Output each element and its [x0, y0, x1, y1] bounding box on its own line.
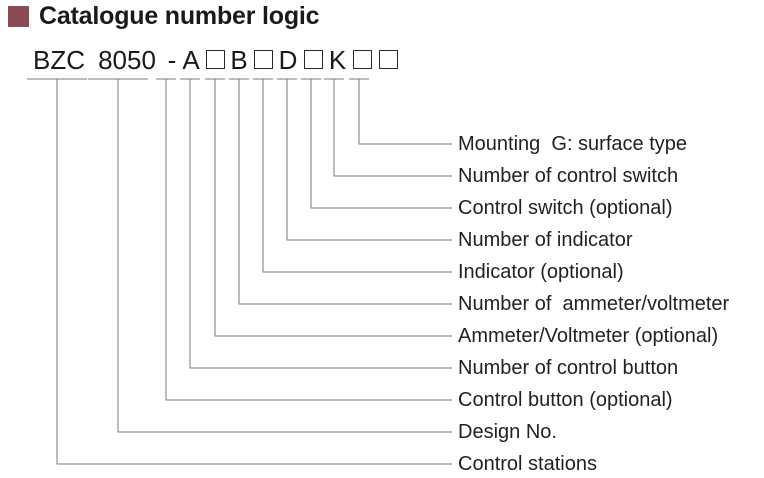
leader-line [358, 79, 452, 145]
code-token-text: D [278, 45, 298, 75]
empty-box-icon [303, 50, 323, 69]
title-label: Catalogue number logic [39, 2, 320, 30]
page-title: Catalogue number logic [8, 2, 320, 31]
leader-line [262, 79, 452, 273]
leader-line [310, 79, 452, 209]
code-token-text: K [328, 45, 347, 75]
callout-label: Design No. [458, 421, 557, 443]
code-token-text: 8050 [98, 45, 156, 75]
callout-label: Number of control switch [458, 165, 679, 187]
square-bullet-icon [8, 6, 29, 27]
leader-line [165, 79, 452, 401]
code-token-text: B [230, 45, 248, 75]
code-token-text: A [182, 45, 200, 75]
code-token-box [250, 45, 276, 75]
empty-box-icon [253, 50, 273, 69]
callout-label: Indicator (optional) [458, 261, 624, 283]
leader-line [189, 79, 452, 369]
code-token-box [202, 45, 228, 75]
empty-box-icon [205, 50, 225, 69]
code-token-text: - [167, 45, 177, 75]
callout-label: Ammeter/Voltmeter (optional) [458, 325, 719, 347]
leader-line [286, 79, 452, 241]
leader-line [56, 79, 452, 465]
callout-label: Control switch (optional) [458, 197, 673, 219]
leader-line [117, 79, 452, 433]
callout-label: Mounting G: surface type [458, 133, 688, 155]
leader-line [333, 79, 452, 177]
callout-label: Control stations [458, 453, 597, 475]
code-token-box [300, 45, 326, 75]
code-token-box [375, 45, 401, 75]
leader-line [214, 79, 452, 337]
empty-box-icon [352, 50, 372, 69]
callout-label: Number of ammeter/voltmeter [458, 293, 730, 315]
code-token-box [349, 45, 375, 75]
callout-label: Number of indicator [458, 229, 633, 251]
empty-box-icon [378, 50, 398, 69]
leader-line [238, 79, 452, 305]
code-token-text: BZC [33, 45, 85, 75]
callout-label: Control button (optional) [458, 389, 673, 411]
callout-label: Number of control button [458, 357, 679, 379]
